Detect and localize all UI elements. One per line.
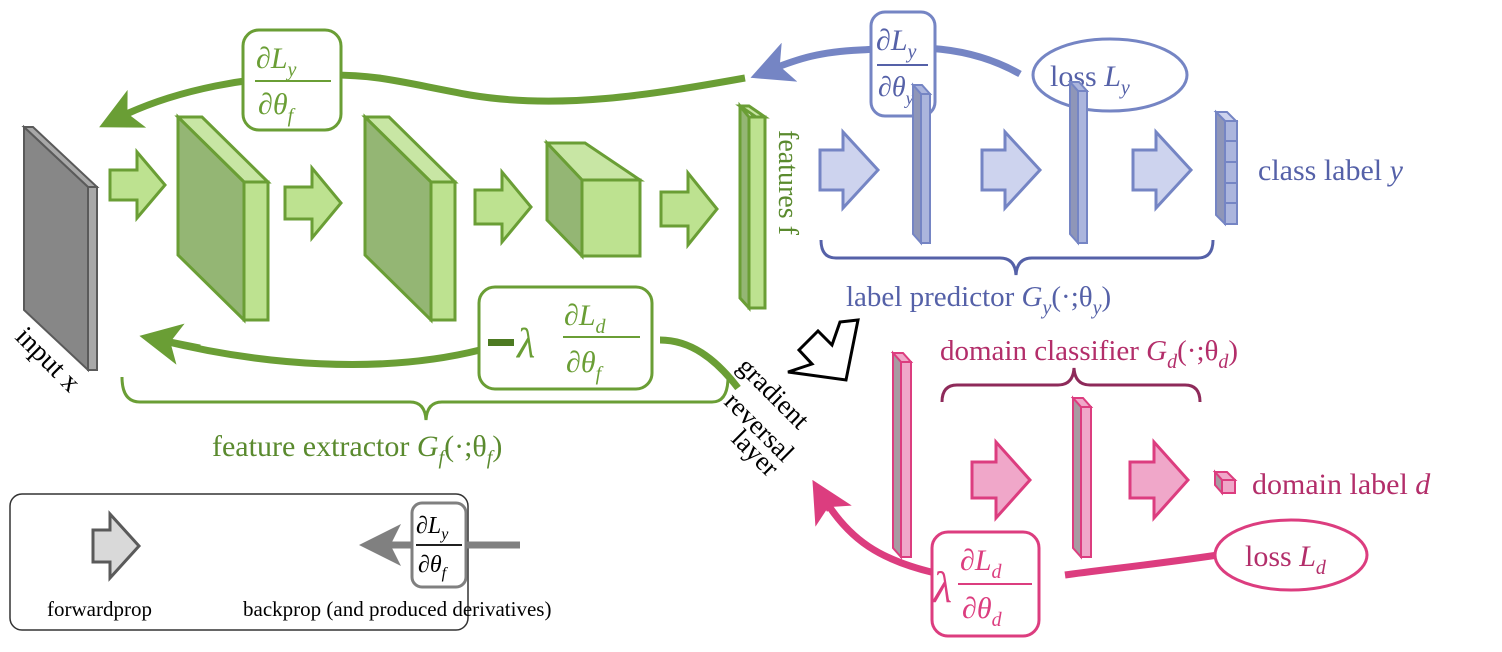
class-output-vector <box>1213 109 1239 227</box>
loss-d-node: loss Ld <box>1213 518 1369 592</box>
label-predictor-hidden-1 <box>910 82 933 246</box>
minus-sign <box>488 339 514 346</box>
domain-classifier-hidden-1 <box>890 350 914 560</box>
svg-text:∂Ld: ∂Ld <box>960 544 1003 583</box>
numerator: ∂Ly <box>256 42 297 81</box>
input-layer <box>21 124 100 373</box>
forward-arrow-lp-3 <box>1131 128 1194 212</box>
class-label-text: class label y <box>1258 154 1404 187</box>
label-predictor-hidden-2 <box>1067 79 1090 246</box>
features-vector <box>735 101 770 312</box>
domain-label-text: domain label d <box>1252 468 1431 501</box>
svg-text:∂θd: ∂θd <box>962 592 1003 631</box>
svg-text:λ: λ <box>515 321 535 367</box>
backprop-arrow-feature-extractor-bottom <box>159 336 741 391</box>
forward-arrow-dc-2 <box>1128 438 1191 522</box>
domain-classifier-label: domain classifier Gd(·;θd) <box>940 335 1238 373</box>
conv-layer-3 <box>543 139 645 260</box>
legend-backprop-label: backprop (and produced derivatives) <box>243 597 551 621</box>
backprop-arrow-feature-extractor-top <box>99 71 746 128</box>
forward-arrow-lp-1 <box>818 128 881 212</box>
svg-text:∂Ld: ∂Ld <box>564 299 607 338</box>
feature-extractor-brace <box>120 376 730 421</box>
features-label: features f <box>772 130 803 236</box>
derivative-box-dLy-dthetaf: ∂Ly ∂θf <box>241 28 343 132</box>
svg-text:∂θf: ∂θf <box>418 552 449 582</box>
forward-arrow-dc-1 <box>970 438 1033 522</box>
svg-text:loss Ld: loss Ld <box>1245 540 1327 579</box>
denominator: ∂θf <box>258 88 296 127</box>
forward-arrow-4 <box>659 168 719 250</box>
domain-classifier-hidden-2 <box>1070 395 1094 560</box>
derivative-box-lambda-dLd-dthetad: λ ∂Ld ∂θd <box>930 530 1041 638</box>
label-predictor-label: label predictor Gy(·;θy) <box>846 281 1111 319</box>
svg-text:∂θy: ∂θy <box>878 72 914 108</box>
svg-text:∂Ly: ∂Ly <box>416 513 449 543</box>
forward-arrow-lp-2 <box>980 128 1043 212</box>
forward-arrow-2 <box>283 163 343 243</box>
forward-arrow-3 <box>473 167 533 247</box>
legend-forwardprop-icon <box>91 510 142 582</box>
legend-forwardprop-label: forwardprop <box>47 597 152 621</box>
svg-text:∂θf: ∂θf <box>566 346 604 385</box>
forward-arrow-1 <box>108 147 167 223</box>
label-predictor-brace <box>819 239 1215 276</box>
grl-arrow-icon <box>787 318 860 382</box>
legend: forwardprop ∂Ly ∂θf backprop (and produc… <box>9 493 551 631</box>
domain-output-cube <box>1212 469 1238 496</box>
svg-text:∂Ly: ∂Ly <box>876 24 917 63</box>
derivative-box-neg-lambda-dLd-dthetaf: λ ∂Ld ∂θf <box>477 285 654 391</box>
conv-layer-1 <box>174 113 272 324</box>
feature-extractor-label: feature extractor Gf(·;θf) <box>212 430 502 469</box>
conv-layer-2 <box>361 113 459 324</box>
backprop-arrow-label-predictor <box>750 42 1022 82</box>
loss-y-node: loss Ly <box>1031 37 1189 113</box>
domain-classifier-brace <box>940 367 1202 403</box>
legend-derivative-sample: ∂Ly ∂θf <box>410 501 468 589</box>
svg-text:λ: λ <box>931 563 952 612</box>
